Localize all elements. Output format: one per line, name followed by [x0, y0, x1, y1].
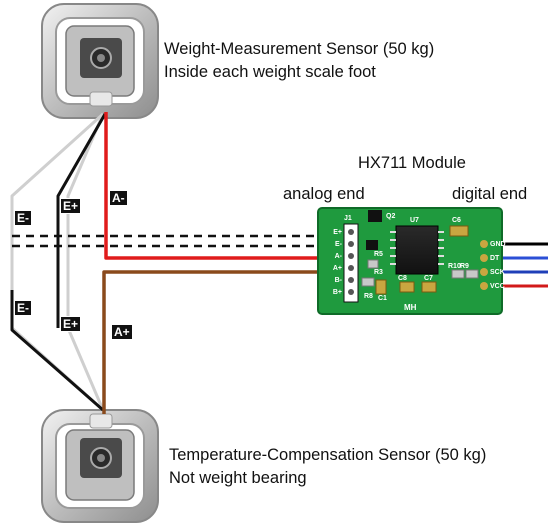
bottom-sensor-subtitle: Not weight bearing — [169, 469, 307, 487]
silk-j1: J1 — [344, 215, 352, 222]
silk-r8: R8 — [364, 293, 373, 300]
white-wire-inner — [66, 113, 105, 411]
pin-dt: DT — [490, 255, 500, 262]
top-sensor-title: Weight-Measurement Sensor (50 kg) — [164, 40, 435, 58]
pin-a-plus: A+ — [333, 265, 342, 272]
silk-c6: C6 — [452, 217, 461, 224]
pin-b-plus: B+ — [333, 289, 342, 296]
brown-wire — [102, 270, 340, 414]
silk-r3: R3 — [374, 269, 383, 276]
red-wire — [104, 112, 340, 260]
black-wire-top — [56, 113, 107, 328]
wire-label-a-minus: A- — [109, 190, 128, 206]
silk-c7: C7 — [424, 275, 433, 282]
pin-e-minus: E- — [335, 241, 343, 248]
silk-r10: R10 — [448, 263, 461, 270]
silk-r9: R9 — [460, 263, 469, 270]
wire-label-a-plus: A+ — [111, 324, 133, 340]
hx711-board — [317, 207, 503, 315]
pin-a-minus: A- — [335, 253, 343, 260]
wire-label-e-minus-top: E- — [14, 210, 32, 226]
bottom-sensor-title: Temperature-Compensation Sensor (50 kg) — [169, 446, 487, 464]
bottom-load-cell — [41, 409, 159, 523]
pin-sck: SCK — [490, 269, 505, 276]
silk-q2: Q2 — [386, 213, 395, 220]
wire-label-e-plus-bottom: E+ — [60, 316, 82, 332]
wire-label-e-plus-top: E+ — [60, 198, 82, 214]
module-title: HX711 Module — [358, 154, 466, 172]
silk-c1: C1 — [378, 295, 387, 302]
digital-end-label: digital end — [452, 185, 528, 203]
pin-gnd: GND — [490, 241, 506, 248]
pin-b-minus: B- — [335, 277, 343, 284]
wire-label-e-minus-bottom: E- — [14, 300, 32, 316]
top-sensor-subtitle: Inside each weight scale foot — [164, 63, 376, 81]
pin-e-plus: E+ — [333, 229, 342, 236]
silk-brand: MH — [404, 303, 417, 312]
top-load-cell — [41, 3, 159, 119]
black-wire-bottom — [10, 290, 104, 412]
silk-c8: C8 — [398, 275, 407, 282]
wires — [10, 112, 548, 414]
analog-end-label: analog end — [283, 185, 365, 203]
silk-r5: R5 — [374, 251, 383, 258]
pin-vcc: VCC — [490, 283, 505, 290]
silk-u7: U7 — [410, 217, 419, 224]
